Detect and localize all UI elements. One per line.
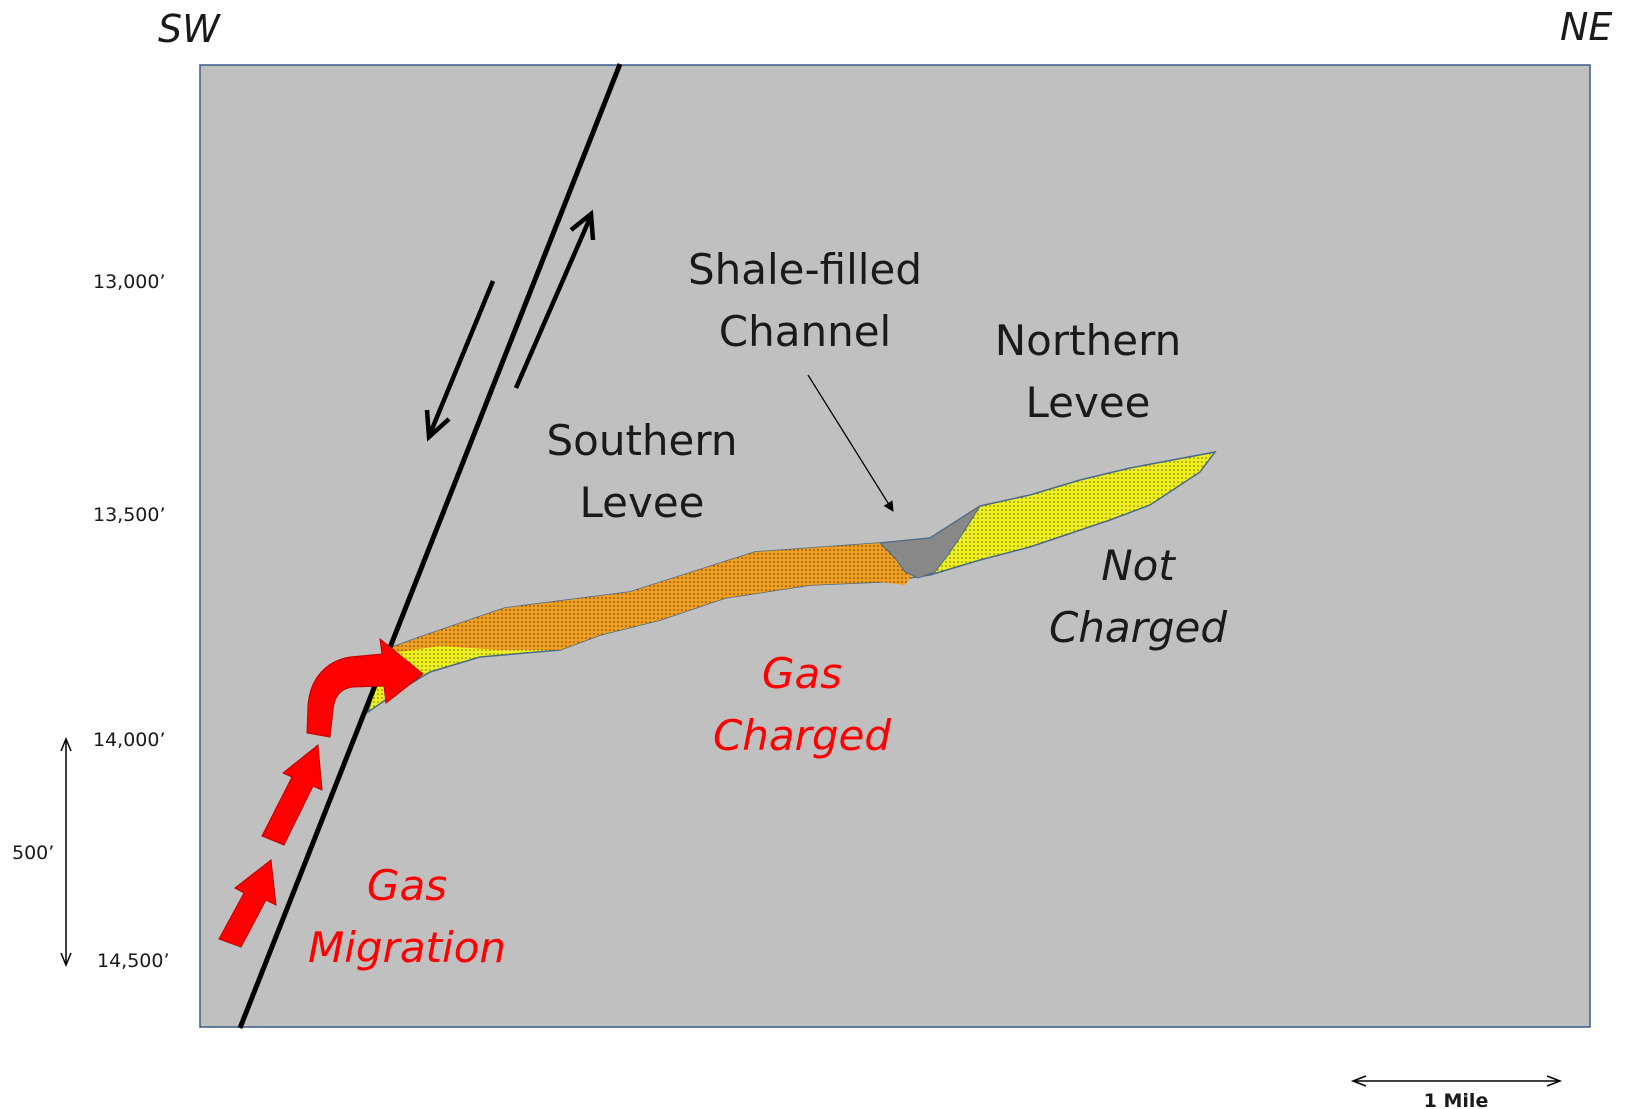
- fault-arrow-down-head: [424, 409, 451, 442]
- vertical-scale-arrowhead: [60, 952, 72, 967]
- horizontal-scale-label: 1 Mile: [1424, 1090, 1489, 1109]
- depth-label: 13,500’: [93, 504, 166, 526]
- orientation-ne: NE: [1560, 5, 1612, 49]
- gas-migration-label: Gas: [367, 861, 447, 910]
- shale-filled-channel: [878, 505, 981, 579]
- gas-migration-arrow: [218, 859, 277, 948]
- northern-levee-label: Northern: [995, 316, 1181, 365]
- not-charged-label: Charged: [1049, 603, 1227, 652]
- depth-label: 14,000’: [93, 729, 166, 751]
- gas-migration-arrow: [261, 744, 323, 846]
- horizontal-scale-arrowhead: [1546, 1075, 1563, 1087]
- vertical-scale-arrowhead: [60, 737, 72, 752]
- depth-label: 14,500’: [97, 950, 170, 972]
- horizontal-scale-arrowhead: [1350, 1075, 1367, 1087]
- shale-channel-label: Channel: [719, 307, 891, 356]
- gas-charged-label: Charged: [713, 711, 891, 760]
- southern-levee-label: Southern: [546, 416, 737, 465]
- fault-arrow-up-head: [569, 209, 596, 241]
- vertical-scale-label: 500’: [12, 842, 54, 864]
- shale-channel-label: Shale-filled: [688, 245, 922, 294]
- fault-line: [237, 63, 623, 1029]
- gas-charged-label: Gas: [762, 649, 842, 698]
- gas-migration-curved-arrow: [306, 637, 424, 738]
- orientation-sw: SW: [158, 7, 221, 51]
- not-charged-label: Not: [1101, 541, 1176, 590]
- shale-channel-pointer: [807, 374, 894, 512]
- fault-arrow-up: [513, 217, 593, 389]
- depth-label: 13,000’: [93, 271, 166, 293]
- northern-levee-label: Levee: [1025, 378, 1150, 427]
- southern-levee-label: Levee: [579, 478, 704, 527]
- gas-migration-label: Migration: [308, 923, 506, 972]
- gas-charged-zone: [385, 543, 912, 652]
- fault-arrow-down: [427, 280, 496, 435]
